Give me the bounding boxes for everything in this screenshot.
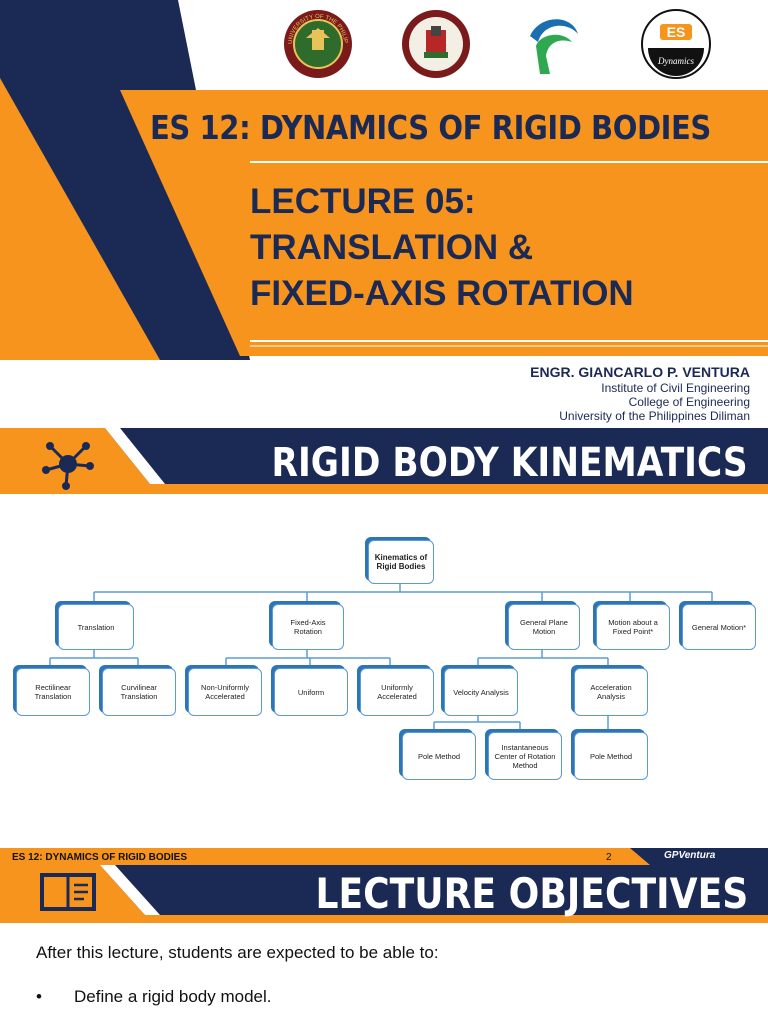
node-curvilinear-translation: Curvilinear Translation	[102, 668, 176, 716]
node-uniformly-accelerated: Uniformly Accelerated	[360, 668, 434, 716]
lecture-number: LECTURE 05:	[250, 182, 476, 221]
node-pole-method-velocity: Pole Method	[402, 732, 476, 780]
book-icon	[40, 873, 96, 911]
footer-page-number: 2	[606, 852, 612, 863]
objectives-list: • Define a rigid body model.	[36, 987, 272, 1007]
node-rectilinear-translation: Rectilinear Translation	[16, 668, 90, 716]
tree-root-node: Kinematics of Rigid Bodies	[368, 540, 434, 584]
footer-brand: GPVentura	[664, 850, 716, 861]
node-translation: Translation	[58, 604, 134, 650]
node-fixed-axis-rotation: Fixed-Axis Rotation	[272, 604, 344, 650]
affiliation-university: University of the Philippines Diliman	[559, 409, 750, 423]
author-block: ENGR. GIANCARLO P. VENTURA Institute of …	[530, 364, 750, 423]
objective-text: Define a rigid body model.	[74, 987, 272, 1006]
title-slide-background	[0, 0, 768, 360]
objectives-intro: After this lecture, students are expecte…	[36, 943, 439, 962]
molecule-network-icon	[42, 442, 94, 490]
node-general-plane-motion: General Plane Motion	[508, 604, 580, 650]
lecture-topic-line-1: TRANSLATION &	[250, 228, 534, 267]
slide-title: RIGID BODY KINEMATICS	[271, 440, 748, 486]
objectives-slide: LECTURE OBJECTIVES After this lecture, s…	[0, 865, 768, 1024]
ice-logo	[530, 19, 578, 74]
up-seal-logo: UNIVERSITY OF THE PHILIPPINES 1908	[282, 8, 352, 78]
lecture-topic-line-2: FIXED-AXIS ROTATION	[250, 274, 634, 313]
course-title: ES 12: DYNAMICS OF RIGID BODIES	[150, 108, 711, 147]
affiliation-institute: Institute of Civil Engineering	[601, 381, 750, 395]
title-slide: UNIVERSITY OF THE PHILIPPINES 1908 ES Dy…	[0, 0, 768, 428]
list-item: • Define a rigid body model.	[36, 987, 272, 1007]
node-instantaneous-center: Instantaneous Center of Rotation Method	[488, 732, 562, 780]
node-uniform: Uniform	[274, 668, 348, 716]
slide-title: LECTURE OBJECTIVES	[315, 869, 748, 918]
bullet: •	[36, 987, 42, 1006]
node-non-uniformly-accelerated: Non-Uniformly Accelerated	[188, 668, 262, 716]
affiliation-college: College of Engineering	[628, 395, 750, 409]
node-motion-about-fixed-point: Motion about a Fixed Point*	[596, 604, 670, 650]
node-general-motion: General Motion*	[682, 604, 756, 650]
node-acceleration-analysis: Acceleration Analysis	[574, 668, 648, 716]
svg-text:Dynamics: Dynamics	[657, 56, 694, 66]
engineering-college-seal-logo	[402, 10, 470, 78]
footer-course: ES 12: DYNAMICS OF RIGID BODIES	[12, 852, 188, 863]
objectives-slide-background	[0, 865, 768, 923]
es12-dynamics-logo: ES Dynamics	[641, 9, 711, 79]
node-pole-method-acceleration: Pole Method	[574, 732, 648, 780]
svg-text:ES: ES	[667, 24, 686, 40]
kinematics-slide: RIGID BODY KINEMATICS Kinematics of Rigi…	[0, 428, 768, 865]
author-name: ENGR. GIANCARLO P. VENTURA	[530, 364, 750, 380]
node-velocity-analysis: Velocity Analysis	[444, 668, 518, 716]
